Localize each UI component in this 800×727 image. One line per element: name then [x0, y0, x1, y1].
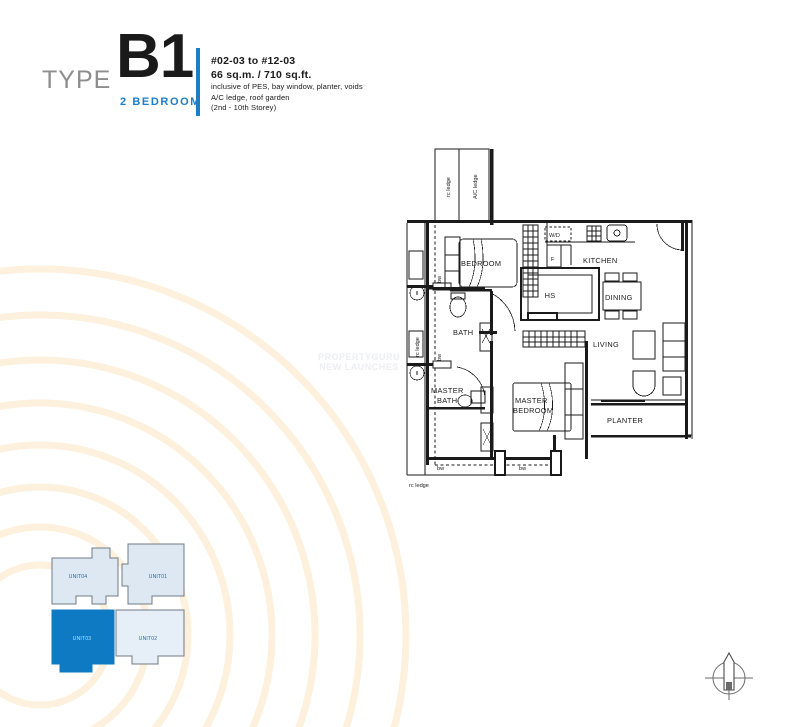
bottom-bw-walls — [494, 450, 562, 476]
master-bedroom-label-line1: MASTER — [515, 396, 548, 405]
title-block: TYPE B1 2 BEDROOM #02-03 to #12-03 66 sq… — [40, 22, 370, 116]
master-bath-label-line1: MASTER — [431, 386, 464, 395]
bw-label-mid: bw — [437, 353, 443, 361]
master-bedroom-label-line2: BEDROOM — [513, 406, 553, 415]
master-bedroom-wardrobe-hatch — [522, 330, 586, 348]
storey-note: (2nd - 10th Storey) — [211, 103, 277, 113]
kitchen-label: KITCHEN — [583, 256, 618, 265]
rc-ledge-left-label: rc ledge — [415, 337, 421, 357]
watermark: PROPERTYGURU NEW LAUNCHES — [318, 352, 400, 372]
bath-label: BATH — [453, 328, 473, 337]
bedroom-wardrobe-hatch — [522, 224, 539, 298]
bw-label-upper: bw — [437, 275, 443, 283]
type-word-label: TYPE — [42, 66, 112, 94]
dining-area — [602, 272, 642, 320]
key-plan-unit01-label: UNIT01 — [149, 574, 167, 580]
north-arrow-icon — [700, 648, 758, 704]
planter-label: PLANTER — [607, 416, 643, 425]
unit-area-text: 66 sq.m. / 710 sq.ft. — [211, 69, 312, 81]
master-bedroom-room — [512, 341, 588, 459]
washer-dryer-label: W/D — [549, 233, 560, 239]
watermark-line-1: PROPERTYGURU — [318, 352, 401, 362]
bw-label-bottom-left: bw — [437, 466, 445, 472]
key-plan-unit04-label: UNIT04 — [69, 574, 87, 580]
key-plan: UNIT04 UNIT01 UNIT03 UNIT02 — [48, 540, 208, 675]
master-bath-room — [409, 341, 494, 459]
bedroom-room — [429, 236, 518, 292]
household-shelter — [519, 266, 601, 322]
bath-room — [409, 285, 516, 352]
bedroom-count-label: 2 BEDROOM — [120, 96, 202, 108]
key-plan-unit03-label: UNIT03 — [73, 636, 91, 642]
household-shelter-label: HS — [545, 291, 556, 300]
bw-wall-stub-mid — [407, 360, 452, 369]
master-bath-label-line2: BATH — [437, 396, 457, 405]
fridge-label: F — [551, 257, 555, 263]
key-plan-unit02-label: UNIT02 — [139, 636, 157, 642]
floor-plan-drawing: rc ledge A/C ledge rc ledge rc ledge bw … — [395, 135, 705, 510]
title-divider — [196, 48, 200, 116]
unit-type-code: B1 — [116, 22, 194, 91]
rc-ledge-bottom-label: rc ledge — [409, 483, 429, 489]
ledge-note: A/C ledge, roof garden — [211, 92, 290, 102]
unit-meta-block: #02-03 to #12-03 66 sq.m. / 710 sq.ft. i… — [211, 54, 401, 114]
inclusive-note: inclusive of PES, bay window, planter, v… — [211, 82, 363, 91]
ac-ledge-top-label: A/C ledge — [473, 174, 479, 199]
planter-area — [591, 397, 693, 439]
living-room — [632, 322, 686, 397]
bw-label-bottom-right: bw — [519, 466, 527, 472]
bedroom-label: BEDROOM — [461, 259, 501, 268]
dining-label: DINING — [605, 293, 633, 302]
watermark-line-2: NEW LAUNCHES — [319, 362, 399, 372]
living-label: LIVING — [593, 340, 619, 349]
unit-range-text: #02-03 to #12-03 — [211, 55, 296, 67]
rc-ledge-top-label: rc ledge — [446, 177, 452, 197]
